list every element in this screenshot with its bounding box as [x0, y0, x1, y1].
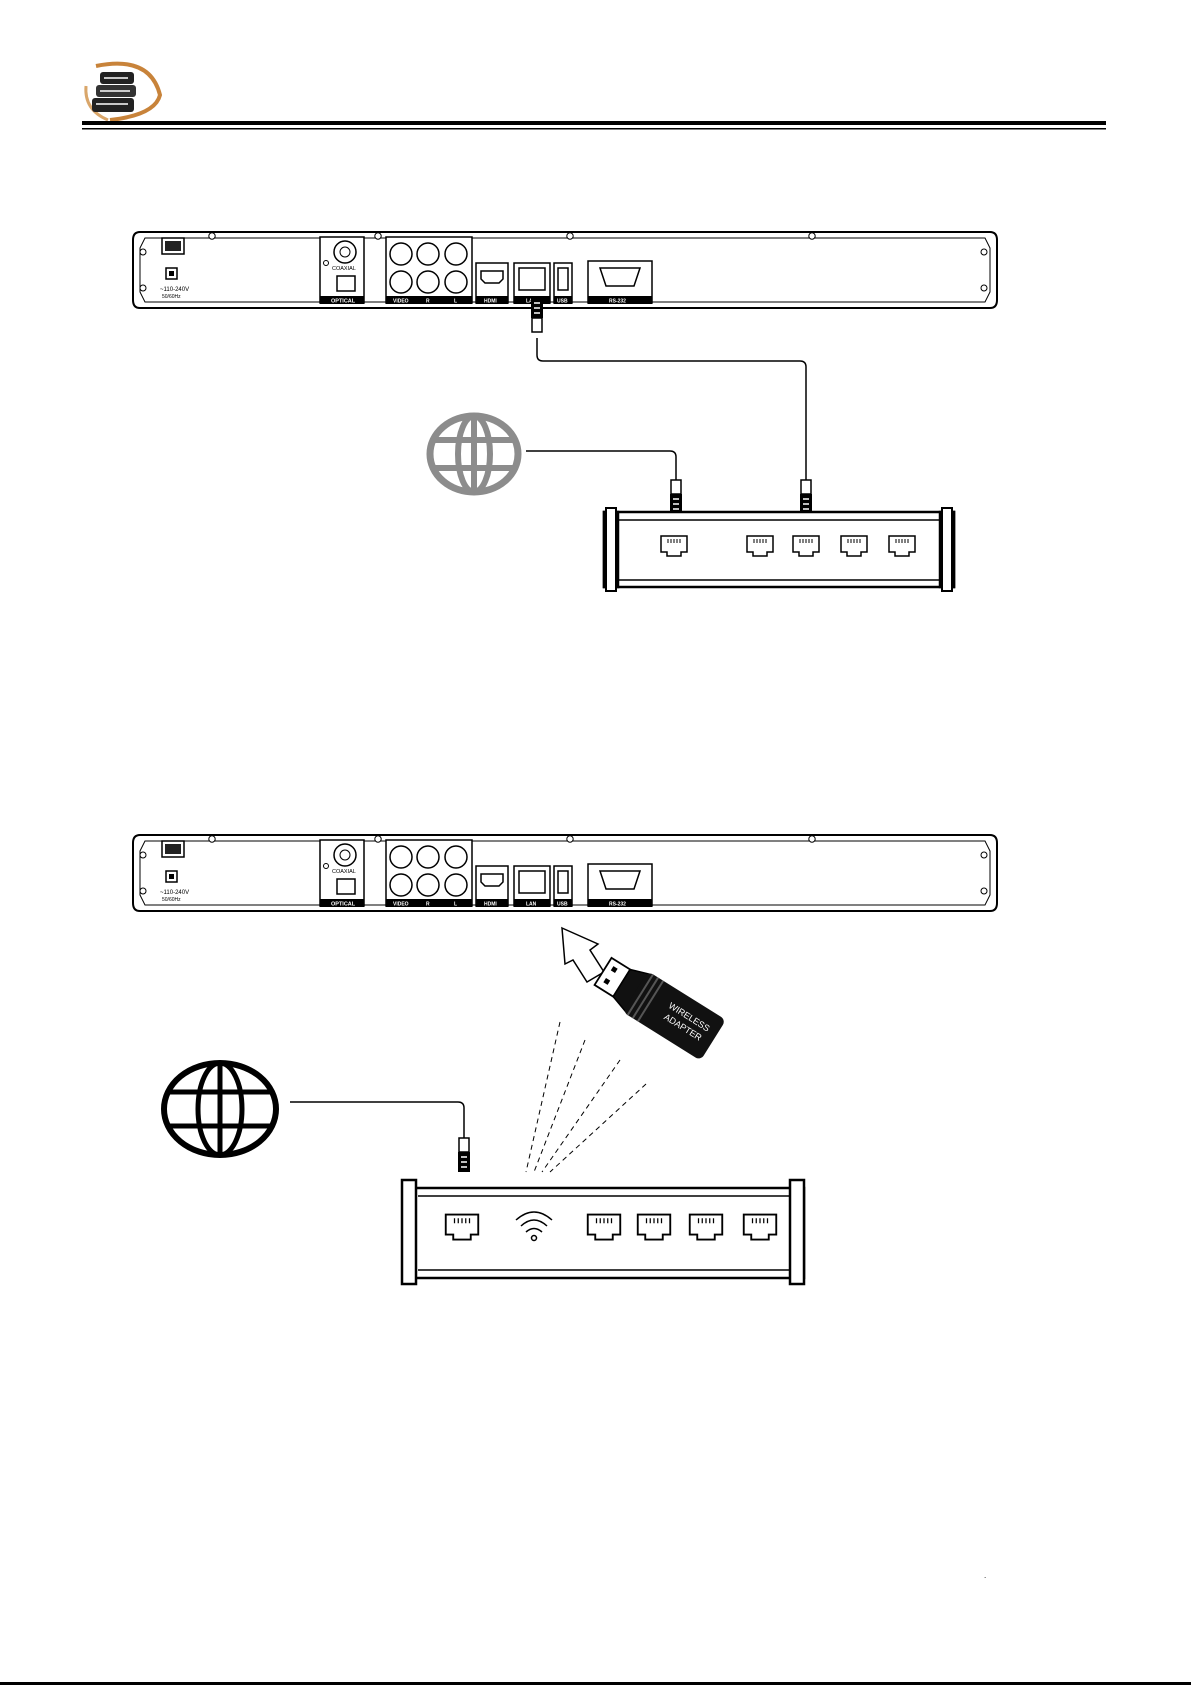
lan-label: LAN [526, 902, 537, 908]
video-label: VIDEO [393, 299, 409, 305]
player-rear-panel: ~110-240V 50/60Hz COAXIAL OPTICAL VIDEO … [133, 232, 997, 308]
globe-icon [430, 416, 518, 492]
audio-right-label: R [426, 902, 430, 908]
power-label: ~110-240V [160, 890, 189, 896]
wireless-adapter: WIRELESS ADAPTER [590, 951, 726, 1061]
usb-label: USB [557, 299, 568, 305]
header [82, 64, 1106, 130]
rs232-label: RS-232 [609, 902, 626, 908]
page-mark: . [984, 1571, 986, 1580]
coaxial-label: COAXIAL [332, 869, 356, 875]
globe-icon [164, 1063, 276, 1155]
router-icon [604, 508, 954, 591]
audio-left-label: L [454, 299, 457, 305]
wireless-connection-diagram: ~110-240V 50/60Hz COAXIAL OPTICAL VIDEO … [133, 835, 997, 1284]
wireless-signal [526, 1022, 646, 1172]
usb-label: USB [557, 902, 568, 908]
audio-right-label: R [426, 299, 430, 305]
video-label: VIDEO [393, 902, 409, 908]
power-frequency: 50/60Hz [162, 897, 181, 903]
insert-arrow-icon [562, 928, 604, 982]
internet-cable [526, 451, 682, 514]
player-rear-panel-2: ~110-240V 50/60Hz COAXIAL OPTICAL VIDEO … [133, 835, 997, 911]
internet-cable [290, 1102, 470, 1172]
power-label: ~110-240V [160, 287, 189, 293]
wired-connection-diagram: ~110-240V 50/60Hz COAXIAL OPTICAL VIDEO … [133, 232, 997, 591]
header-rule-thin [82, 128, 1106, 130]
optical-label: OPTICAL [331, 299, 356, 305]
hdmi-label: HDMI [484, 902, 497, 908]
rs232-label: RS-232 [609, 299, 626, 305]
audio-left-label: L [454, 902, 457, 908]
header-rule [82, 121, 1106, 125]
wireless-router-icon [402, 1180, 804, 1284]
hdmi-label: HDMI [484, 299, 497, 305]
power-frequency: 50/60Hz [162, 294, 181, 300]
coaxial-label: COAXIAL [332, 266, 356, 272]
books-icon [86, 64, 160, 120]
optical-label: OPTICAL [331, 902, 356, 908]
